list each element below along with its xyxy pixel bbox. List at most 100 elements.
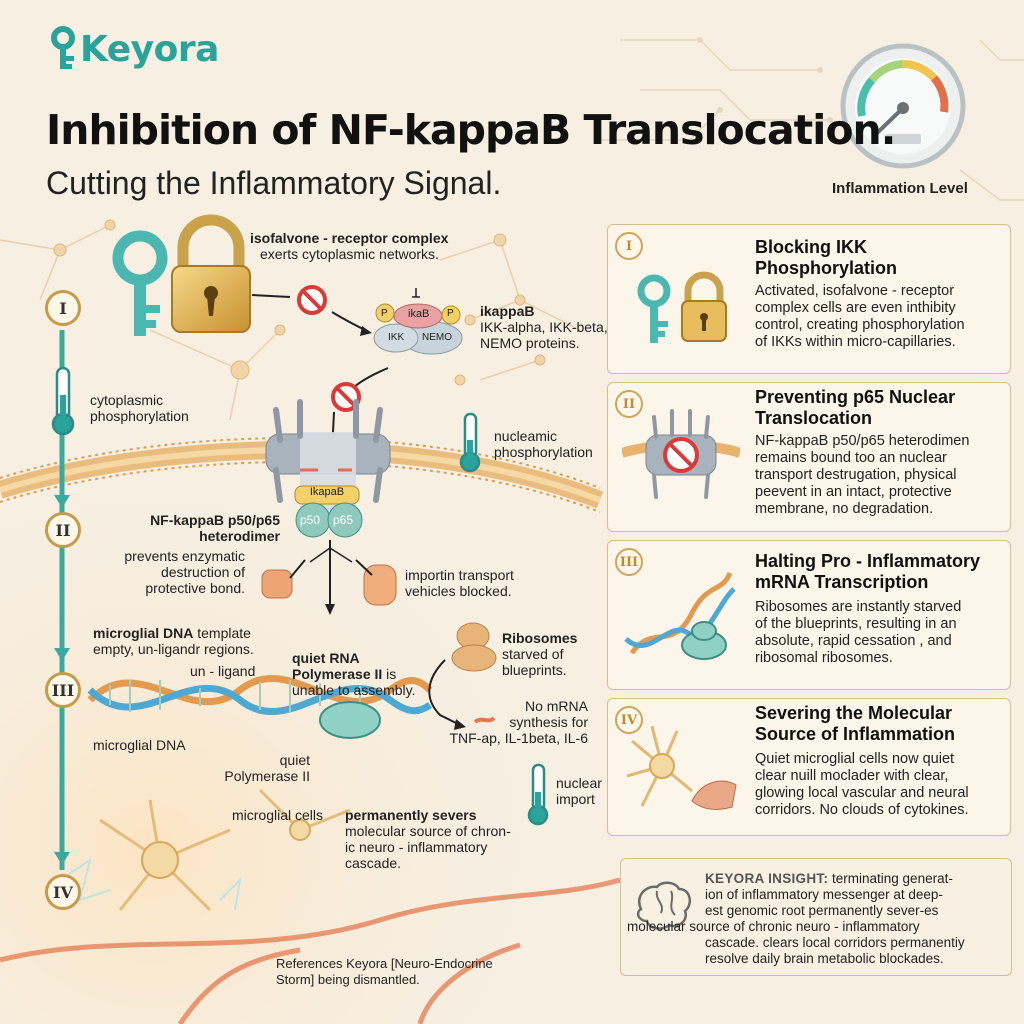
no-mrna-1: No mRNA xyxy=(524,698,588,714)
gauge-icon xyxy=(840,43,966,169)
panel-1: I Blocking IKK Phosphorylation Activated… xyxy=(607,224,1011,374)
panel-2-body-2: remains bound too an nuclear xyxy=(755,450,947,466)
ikk-complex-labels: P ikaB P IKK NEMO xyxy=(378,305,458,355)
rna-pol-label: quiet RNA Polymerase II is unable to ass… xyxy=(292,650,415,698)
panel-4-title-1: Severing the Molecular xyxy=(755,703,953,723)
panel-1-body-1: Activated, isofalvone - receptor xyxy=(755,283,955,299)
dna-helix xyxy=(87,674,433,716)
blocked-pore-icon xyxy=(622,409,740,499)
receptor-desc: exerts cytoplasmic networks. xyxy=(260,246,439,262)
panel-1-body: Activated, isofalvone - receptor complex… xyxy=(755,283,1005,351)
panel-1-body-3: control, creating phosphorylation xyxy=(755,317,965,333)
ikappab-desc-1: IKK-alpha, IKK-beta, xyxy=(480,319,608,335)
nuclea-phos-label: nucleamic phosphorylation xyxy=(494,428,593,460)
panel-1-title-2: Phosphorylation xyxy=(755,258,898,278)
key-icon xyxy=(112,230,168,336)
thermometer-icon-3 xyxy=(527,763,549,826)
block-icon-1 xyxy=(297,285,327,315)
nemo-label: NEMO xyxy=(422,332,452,343)
panel-3-body-4: ribosomal ribosomes. xyxy=(755,650,893,666)
importin-label: importin transport vehicles blocked. xyxy=(405,567,514,599)
panel-1-body-2: complex cells are even inthibity xyxy=(755,300,956,316)
receptor-label: isofalvone - receptor complex exerts cyt… xyxy=(250,230,448,262)
thermometer-icon-2 xyxy=(459,412,481,473)
ikappab-title: ikappaB xyxy=(480,303,535,319)
no-mrna-3: TNF-ap, IL-1beta, IL-6 xyxy=(449,730,588,746)
dna-template-desc-1: template xyxy=(193,625,251,641)
panel-1-body-4: of IKKs within micro-capillaries. xyxy=(755,334,956,350)
insight-label: KEYORA INSIGHT: xyxy=(705,871,829,886)
panel-4: IV Severing the Molecular Source of Infl… xyxy=(607,698,1011,836)
references-label: References Keyora [Neuro-Endocrine Storm… xyxy=(276,956,493,988)
panel-3-body-1: Ribosomes are instantly starved xyxy=(755,599,962,615)
panel-4-title: Severing the Molecular Source of Inflamm… xyxy=(755,703,955,745)
ribosomes-title: Ribosomes xyxy=(502,630,578,646)
ikappab-nuclear-label: IkapaB xyxy=(309,486,345,498)
rna-pol-4: unable to assembly. xyxy=(292,682,416,698)
ikappab-label: ikappaB IKK-alpha, IKK-beta, NEMO protei… xyxy=(480,303,608,351)
stage-marker-3: III xyxy=(45,672,81,708)
panel-3-badge: III xyxy=(615,548,643,576)
insight-line-1: terminating generat- xyxy=(828,871,953,886)
heterodimer-label: NF-kappaB p50/p65 heterodimer xyxy=(100,512,280,544)
panel-1-badge: I xyxy=(615,232,643,260)
severs-desc-3: cascade. xyxy=(345,855,402,871)
panel-4-body-4: corridors. No clouds of cytokines. xyxy=(755,802,969,818)
heterodimer-title-1: NF-kappaB p50/p65 xyxy=(150,512,280,528)
page-title: Inhibition of NF-kappaB Translocation. xyxy=(46,106,896,154)
p50-label: p50 xyxy=(300,513,321,527)
mrna-strand xyxy=(473,716,496,724)
p65-label: p65 xyxy=(333,513,354,527)
brand-name: Keyora xyxy=(80,28,219,70)
panel-2-body: NF-kappaB p50/p65 heterodimen remains bo… xyxy=(755,433,1005,518)
panel-4-body-3: glowing local vascular and neural xyxy=(755,785,969,801)
panel-3-body-3: absolute, rapid cessation , and xyxy=(755,633,952,649)
panel-4-badge: IV xyxy=(615,706,643,734)
importin-2: vehicles blocked. xyxy=(405,583,512,599)
stage-marker-1: I xyxy=(45,290,81,326)
ribosomes-desc-2: blueprints. xyxy=(502,662,567,678)
panel-3: III Halting Pro - Inflammatory mRNA Tran… xyxy=(607,540,1011,690)
dna-ribosome-icon xyxy=(624,571,736,660)
brain-icon xyxy=(636,881,692,930)
rna-pol-3: is xyxy=(382,666,397,682)
severs-label: permanently severs molecular source of c… xyxy=(345,807,511,871)
panel-1-title: Blocking IKK Phosphorylation xyxy=(755,237,897,279)
rna-pol-2: Polymerase II xyxy=(292,666,383,682)
importin-1: importin transport xyxy=(405,567,514,583)
panel-4-title-2: Source of Inflammation xyxy=(755,724,956,744)
block-icon-2 xyxy=(331,382,361,412)
ikk-label: IKK xyxy=(388,332,405,343)
insight-box: KEYORA INSIGHT: terminating generat- ion… xyxy=(620,858,1012,976)
ikappab-desc-2: NEMO proteins. xyxy=(480,335,580,351)
p-label-left: P xyxy=(381,308,388,319)
gauge-label: Inflammation Level xyxy=(832,180,968,197)
ikk-complex xyxy=(373,288,463,355)
insight-line-2: ion of inflammatory messenger at deep- xyxy=(705,887,943,902)
insight-line-4: molecular source of chronic neuro - infl… xyxy=(627,919,920,934)
thermometer-icon-1 xyxy=(51,366,75,436)
panel-2-body-1: NF-kappaB p50/p65 heterodimen xyxy=(755,433,970,449)
panel-3-title: Halting Pro - Inflammatory mRNA Transcri… xyxy=(755,551,980,593)
stage-marker-4: IV xyxy=(45,874,81,910)
microglia-icon xyxy=(626,725,737,810)
page-subtitle: Cutting the Inflammatory Signal. xyxy=(46,165,502,201)
insight-text: KEYORA INSIGHT: terminating generat- ion… xyxy=(627,871,1005,967)
ribosomes-desc-1: starved of xyxy=(502,646,564,662)
nuclear-pore xyxy=(265,399,391,538)
panel-3-body: Ribosomes are instantly starved of the b… xyxy=(755,599,1005,667)
nuclea-phos-1: nucleamic xyxy=(494,428,558,444)
cyto-phos-label: cytoplasmic phosphorylation xyxy=(90,392,189,424)
panel-2-body-5: membrane, no degradation. xyxy=(755,501,934,517)
brand-logo: Keyora xyxy=(48,26,219,72)
panel-1-title-1: Blocking IKK xyxy=(755,237,868,257)
key-logo-icon xyxy=(51,26,75,69)
dna-template-label: microglial DNA template empty, un-ligand… xyxy=(93,625,254,657)
panel-3-title-2: mRNA Transcription xyxy=(755,572,929,592)
vessels xyxy=(0,877,621,1024)
panel-2-body-4: peevent in an intact, protective xyxy=(755,484,952,500)
panel-2: II Preventing p65 Nuclear Translocation … xyxy=(607,382,1011,532)
panel-3-body-2: of the blueprints, resulting in an xyxy=(755,616,957,632)
polymerase-blob xyxy=(319,701,381,739)
panel-2-badge: II xyxy=(615,390,643,418)
